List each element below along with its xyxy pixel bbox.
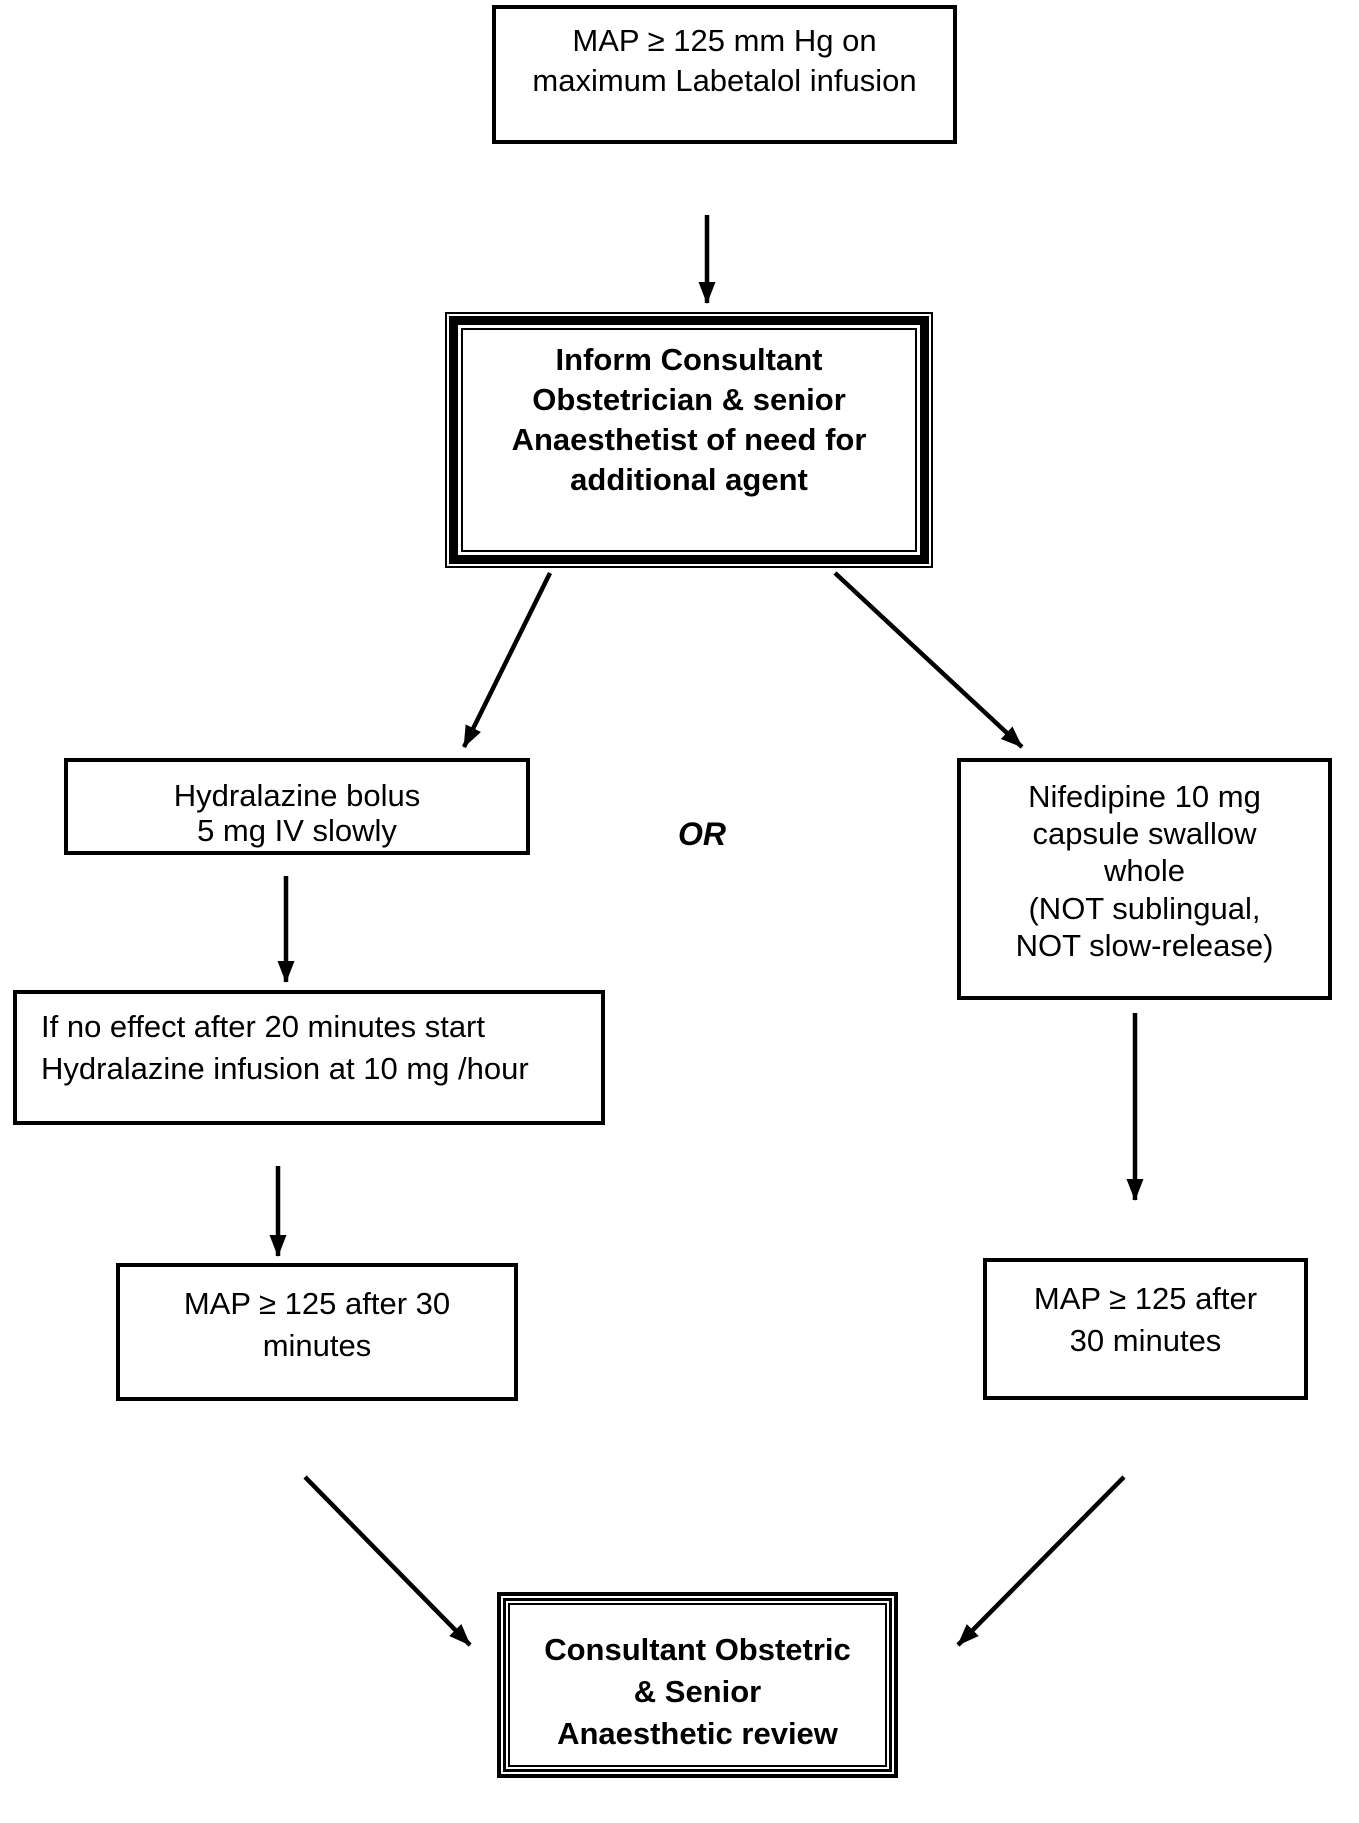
node-text-line: If no effect after 20 minutes start (41, 1009, 485, 1044)
node-text-line: Inform Consultant (555, 342, 823, 377)
node-text-line: Consultant Obstetric (544, 1632, 851, 1667)
inform-consultant-border: Inform Consultant Obstetrician & senior … (449, 316, 929, 564)
node-text-line: additional agent (570, 461, 808, 497)
node-text-line: & Senior (633, 1673, 762, 1709)
or-label: OR (678, 816, 726, 852)
node-text-line: capsule swallow (1032, 816, 1257, 852)
node-text-line: minutes (262, 1327, 372, 1363)
node-text-line: MAP ≥ 125 after 30 (183, 1286, 451, 1321)
node-text-line: MAP ≥ 125 mm Hg on (572, 23, 877, 58)
node-text-line: maximum Labetalol infusion (532, 63, 917, 99)
node-inform-consultant: Inform Consultant Obstetrician & senior … (445, 312, 933, 568)
node-text-line: Nifedipine 10 mg (1028, 779, 1261, 814)
node-text-line: Hydralazine infusion at 10 mg /hour (41, 1050, 529, 1086)
arrow-map-left-to-review (303, 1475, 472, 1647)
node-text-line: Obstetrician & senior (532, 381, 846, 417)
node-map-after-30-left: MAP ≥ 125 after 30 minutes (116, 1263, 518, 1401)
node-text-line: 30 minutes (1069, 1322, 1222, 1358)
node-text-line: NOT slow-release) (1015, 927, 1274, 963)
node-text-line: (NOT sublingual, (1028, 890, 1261, 926)
node-map-after-30-right: MAP ≥ 125 after 30 minutes (983, 1258, 1308, 1400)
node-consultant-review: Consultant Obstetric & Senior Anaestheti… (497, 1592, 898, 1778)
arrow-inform-to-hydralazine (461, 572, 553, 748)
node-text-line: MAP ≥ 125 after (1033, 1281, 1258, 1316)
consultant-review-content: Consultant Obstetric & Senior Anaestheti… (508, 1603, 887, 1767)
arrow-map-right-to-review (956, 1475, 1126, 1647)
node-text-line: Anaesthetic review (557, 1715, 838, 1751)
node-text-line: whole (1104, 853, 1185, 889)
node-text-line: Anaesthetist of need for (511, 421, 867, 457)
arrow-inform-to-nifedipine (833, 571, 1024, 749)
node-text-line: 5 mg IV slowly (197, 812, 397, 848)
node-hydralazine-infusion: If no effect after 20 minutes start Hydr… (13, 990, 605, 1125)
node-map-on-labetalol: MAP ≥ 125 mm Hg on maximum Labetalol inf… (492, 5, 957, 144)
node-hydralazine-bolus: Hydralazine bolus 5 mg IV slowly (64, 758, 530, 855)
node-text-line: Hydralazine bolus (173, 778, 421, 813)
consultant-review-border: Consultant Obstetric & Senior Anaestheti… (503, 1598, 892, 1772)
node-nifedipine: Nifedipine 10 mg capsule swallow whole (… (957, 758, 1332, 1000)
inform-consultant-content: Inform Consultant Obstetrician & senior … (461, 328, 917, 552)
